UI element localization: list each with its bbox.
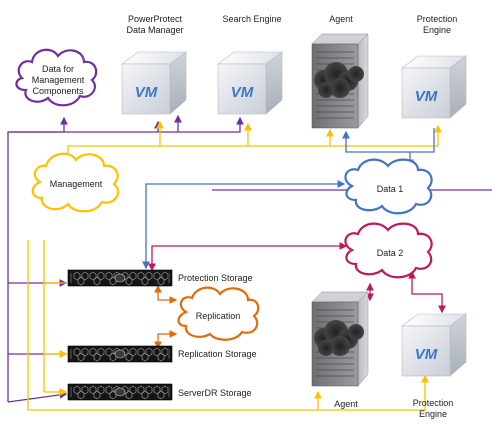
component-protection-engine-top: Protection Engine VM bbox=[401, 14, 467, 119]
search-vm-icon: VM bbox=[231, 84, 254, 101]
ppdm-vm-icon: VM bbox=[135, 84, 158, 101]
pe-bottom-label-line2: Engine bbox=[419, 409, 447, 419]
storage-array-icon bbox=[67, 345, 173, 363]
cloud-label-line2: Management bbox=[32, 75, 85, 85]
agent-top-label: Agent bbox=[329, 14, 353, 24]
cloud-replication-label: Replication bbox=[196, 311, 241, 321]
pe-bottom-vm-icon: VM bbox=[415, 346, 438, 363]
cloud-data2: Data 2 bbox=[344, 222, 433, 279]
purple-network-lines bbox=[7, 114, 492, 403]
cloud-label-line1: Data for bbox=[42, 64, 74, 74]
cloud-label-line3: Components bbox=[32, 86, 84, 96]
cloud-replication: Replication bbox=[177, 286, 260, 341]
crimson-data2-lines bbox=[148, 242, 446, 314]
storage-serverdr-label: ServerDR Storage bbox=[178, 388, 252, 398]
cloud-management: Management bbox=[31, 152, 120, 213]
storage-replication-label: Replication Storage bbox=[178, 349, 257, 359]
ppdm-label-line1: PowerProtect bbox=[128, 14, 183, 24]
cloud-data2-label: Data 2 bbox=[377, 248, 404, 258]
cloud-data1-label: Data 1 bbox=[377, 184, 404, 194]
storage-serverdr: ServerDR Storage bbox=[67, 383, 252, 401]
component-agent-top: Agent bbox=[311, 14, 369, 129]
component-search-engine: Search Engine VM bbox=[217, 14, 283, 115]
storage-array-icon bbox=[67, 269, 173, 287]
pe-top-vm-icon: VM bbox=[415, 88, 438, 105]
server-icon bbox=[311, 291, 369, 387]
component-agent-bottom: Agent bbox=[311, 291, 369, 409]
search-engine-label: Search Engine bbox=[222, 14, 281, 24]
orange-replication-lines bbox=[154, 284, 178, 350]
blue-data1-lines bbox=[142, 128, 435, 270]
pe-bottom-label-line1: Protection bbox=[413, 398, 454, 408]
storage-protection: Protection Storage bbox=[67, 269, 253, 287]
component-ppdm: PowerProtect Data Manager VM bbox=[121, 14, 187, 115]
pe-top-label-line2: Engine bbox=[423, 25, 451, 35]
cloud-data-for-management-components: Data for Management Components bbox=[15, 48, 98, 107]
storage-protection-label: Protection Storage bbox=[178, 273, 253, 283]
ppdm-label-line2: Data Manager bbox=[126, 25, 183, 35]
storage-replication: Replication Storage bbox=[67, 345, 257, 363]
component-protection-engine-bottom: VM Protection Engine bbox=[401, 313, 467, 419]
cloud-data1: Data 1 bbox=[344, 158, 433, 215]
agent-bottom-label: Agent bbox=[334, 399, 358, 409]
cloud-management-label: Management bbox=[50, 179, 103, 189]
storage-array-icon bbox=[67, 383, 173, 401]
pe-top-label-line1: Protection bbox=[417, 14, 458, 24]
server-icon bbox=[311, 33, 369, 129]
